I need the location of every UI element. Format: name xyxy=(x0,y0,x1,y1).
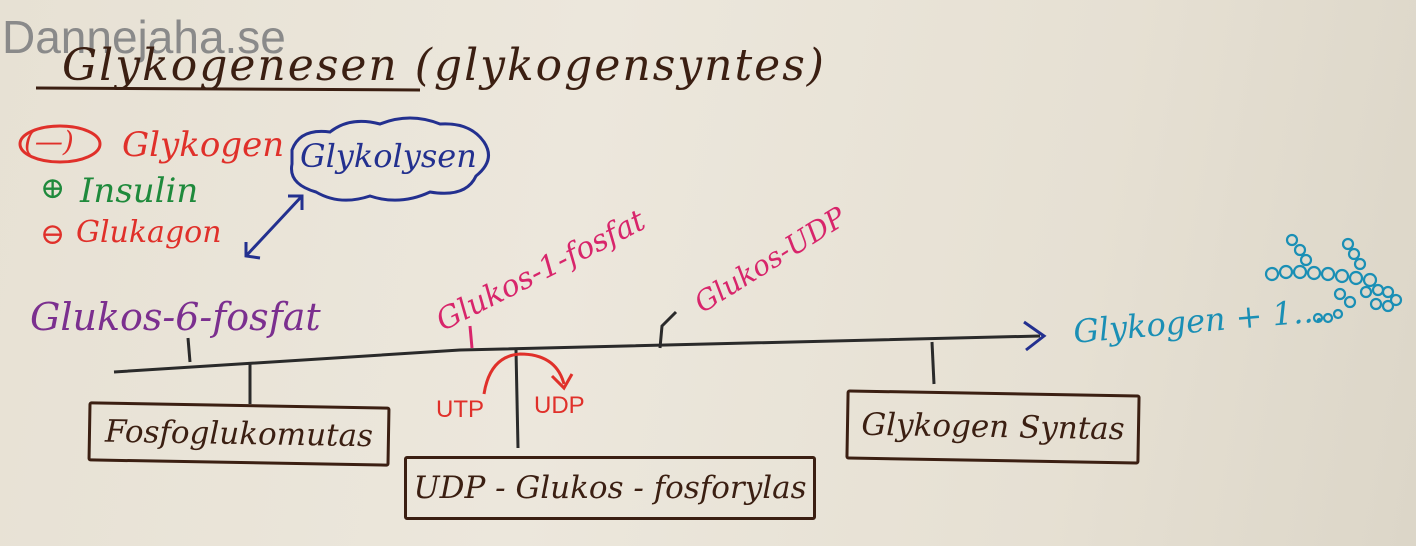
g6p-tick xyxy=(186,337,192,363)
udp-glukos-fosforylas-label: UDP - Glukos - fosforylas xyxy=(413,470,807,506)
glykolysen-arrow-head-top xyxy=(288,194,304,210)
glykogen-sign-circle xyxy=(18,124,102,164)
glukagon-label: Glukagon xyxy=(76,215,222,250)
g1p-tick xyxy=(468,325,474,349)
watermark: Dannejaha.se xyxy=(2,11,286,63)
utp-udp-arrow xyxy=(482,352,566,395)
page-title: Glykogenesen (glykogensyntes) xyxy=(62,40,826,91)
insulin-sign: ⊕ xyxy=(40,171,66,206)
udp-glukos-fosforylas-box: UDP - Glukos - fosforylas xyxy=(404,456,816,520)
glykolysen-label: Glykolysen xyxy=(300,137,477,175)
title-underline xyxy=(35,86,421,92)
glukagon-sign: ⊖ xyxy=(40,217,66,252)
main-pathway-arrowhead xyxy=(1023,320,1047,352)
utp-udp-arrowhead xyxy=(550,373,574,391)
utp-label: UTP xyxy=(436,396,484,423)
glykolysen-arrow-head-bottom xyxy=(244,242,261,260)
glykogen-syntas-connector xyxy=(930,341,936,385)
udp-glukos-connector xyxy=(514,349,520,449)
insulin-label: Insulin xyxy=(80,171,199,211)
glykolysen-arrow xyxy=(244,194,304,258)
glykolysen-cloud xyxy=(290,116,490,202)
glykogen-beads xyxy=(1264,233,1403,324)
glykogen-regulator-label: Glykogen xyxy=(122,125,285,165)
udpg-tick xyxy=(658,310,678,349)
glukos-6-fosfat-label: Glukos-6-fosfat xyxy=(30,295,321,339)
main-pathway-line xyxy=(113,334,1041,374)
udp-label: UDP xyxy=(534,392,585,419)
